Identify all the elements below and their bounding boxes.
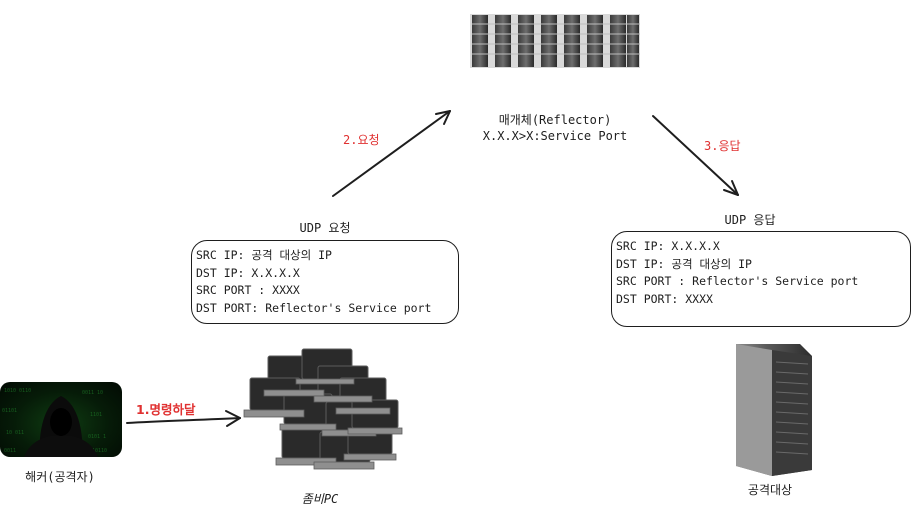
udp-response-box: SRC IP: X.X.X.X DST IP: 공격 대상의 IP SRC PO… [611, 231, 911, 327]
svg-text:1010 0110: 1010 0110 [4, 388, 31, 394]
svg-text:10110: 10110 [92, 448, 107, 454]
svg-text:0011: 0011 [4, 448, 16, 454]
reflector-name: 매개체(Reflector) [498, 113, 612, 127]
arrow-request [332, 110, 451, 197]
udp-request-box: SRC IP: 공격 대상의 IP DST IP: X.X.X.X SRC PO… [191, 240, 459, 324]
zombie-caption: 좀비PC [301, 492, 339, 506]
udp-request-line: SRC IP: 공격 대상의 IP [196, 248, 332, 262]
udp-request-title: UDP 요청 [299, 221, 351, 235]
reflector-address: X.X.X>X:Service Port [482, 129, 628, 143]
udp-response-line: DST PORT: XXXX [616, 291, 713, 306]
target-caption: 공격대상 [747, 483, 793, 497]
laptop-cluster-icon [243, 348, 403, 470]
udp-response-line: SRC IP: X.X.X.X [616, 239, 720, 253]
udp-response-line: SRC PORT : Reflector's Service port [616, 274, 859, 289]
step1-label: 1.명령하달 [136, 402, 196, 417]
hacker-caption: 해커(공격자) [25, 470, 95, 484]
svg-text:0101 1: 0101 1 [88, 434, 106, 440]
udp-request-line: DST PORT: Reflector's Service port [196, 300, 432, 315]
svg-text:10 011: 10 011 [6, 430, 24, 436]
arrow-command [126, 410, 241, 427]
step2-label: 2.요청 [343, 133, 380, 147]
svg-text:01101: 01101 [2, 408, 17, 414]
udp-response-title: UDP 응답 [724, 213, 776, 227]
svg-text:1101: 1101 [90, 412, 102, 418]
arrow-response [652, 115, 739, 196]
step3-label: 3.응답 [704, 139, 741, 153]
udp-response-line: DST IP: 공격 대상의 IP [616, 256, 752, 271]
tower-server-icon [736, 344, 812, 476]
udp-request-line: DST IP: X.X.X.X [196, 265, 300, 280]
udp-request-line: SRC PORT : XXXX [196, 283, 300, 298]
server-rack-icon [470, 14, 640, 68]
svg-text:0011 10: 0011 10 [82, 390, 103, 396]
